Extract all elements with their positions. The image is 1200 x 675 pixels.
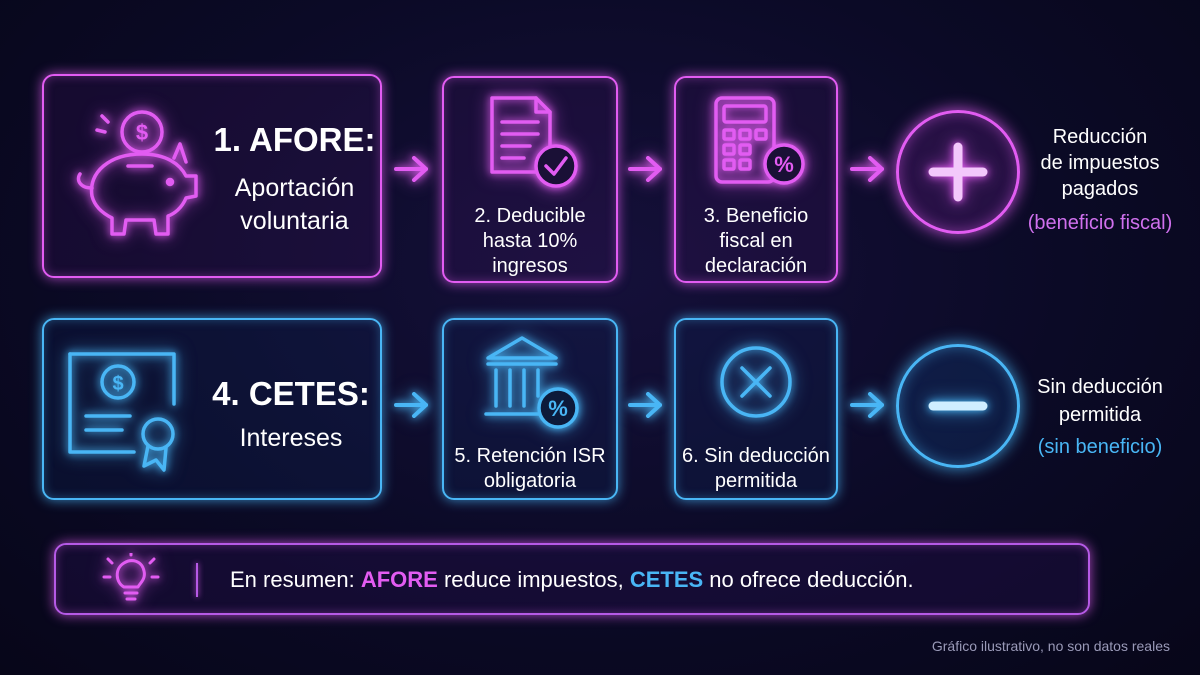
arrow-right-icon: [850, 156, 884, 182]
arrow-right-icon: [850, 392, 884, 418]
minus-icon: [928, 401, 988, 411]
arrow-right-icon: [628, 156, 662, 182]
result-top-line2: de impuestos: [1040, 152, 1160, 174]
step2-card: 2. Deducible hasta 10% ingresos: [442, 76, 618, 283]
step2-line2: hasta 10%: [482, 230, 578, 252]
arrow-right-icon: [628, 392, 662, 418]
result-bottom-note: (sin beneficio): [1037, 436, 1163, 458]
result-bottom-line1: Sin deducción: [1037, 376, 1163, 398]
step6-line1: 6. Sin deducción: [682, 445, 830, 467]
afore-subtitle-line1: Aportación: [234, 174, 355, 202]
summary-text: En resumen: AFORE reduce impuestos, CETE…: [230, 567, 914, 593]
plus-icon: [928, 142, 988, 202]
result-bottom-line2: permitida: [1058, 404, 1142, 426]
bank-percent-icon: %: [484, 336, 579, 429]
step5-line2: obligatoria: [483, 470, 577, 492]
summary-suffix: no ofrece deducción.: [703, 567, 914, 592]
result-top-line1: Reducción: [1052, 126, 1148, 148]
result-top-line3: pagados: [1061, 178, 1139, 200]
cetes-subtitle: Intereses: [239, 424, 343, 452]
step2-line1: 2. Deducible: [474, 205, 586, 227]
afore-card: $ 1. AFORE: Aportación voluntaria: [42, 74, 382, 278]
step3-line1: 3. Beneficio: [703, 205, 809, 227]
x-circle-icon: [720, 346, 792, 418]
step2-line3: ingresos: [492, 255, 568, 277]
summary-afore: AFORE: [360, 567, 438, 592]
calculator-percent-icon: %: [714, 96, 805, 185]
minus-circle: [896, 344, 1020, 468]
summary-bar: En resumen: AFORE reduce impuestos, CETE…: [54, 543, 1090, 615]
step6-card: 6. Sin deducción permitida: [674, 318, 838, 500]
lightbulb-icon: [102, 553, 160, 601]
step6-line2: permitida: [714, 470, 798, 492]
summary-cetes: CETES: [629, 567, 704, 592]
step3-line3: declaración: [704, 255, 808, 277]
certificate-icon: $: [68, 352, 176, 472]
arrow-right-icon: [394, 392, 428, 418]
summary-divider: [196, 563, 198, 597]
svg-text:%: %: [774, 152, 794, 177]
summary-mid: reduce impuestos,: [437, 567, 630, 592]
arrow-right-icon: [394, 156, 428, 182]
svg-text:$: $: [136, 120, 148, 145]
step3-card: % 3. Beneficio fiscal en declaración: [674, 76, 838, 283]
footnote: Gráfico ilustrativo, no son datos reales: [931, 638, 1170, 654]
piggy-bank-icon: $: [76, 110, 198, 236]
afore-title: 1. AFORE:: [213, 121, 376, 158]
svg-text:$: $: [112, 373, 123, 395]
afore-subtitle-line2: voluntaria: [240, 207, 349, 235]
plus-circle: [896, 110, 1020, 234]
document-check-icon: [490, 96, 578, 188]
summary-prefix: En resumen:: [230, 567, 361, 592]
svg-text:%: %: [548, 396, 568, 421]
step5-line1: 5. Retención ISR: [454, 445, 606, 467]
cetes-title: 4. CETES:: [212, 375, 370, 412]
result-top-note: (beneficio fiscal): [1027, 212, 1173, 234]
step3-line2: fiscal en: [719, 230, 793, 252]
cetes-card: $ 4. CETES: Intereses: [42, 318, 382, 500]
step5-card: % 5. Retención ISR obligatoria: [442, 318, 618, 500]
